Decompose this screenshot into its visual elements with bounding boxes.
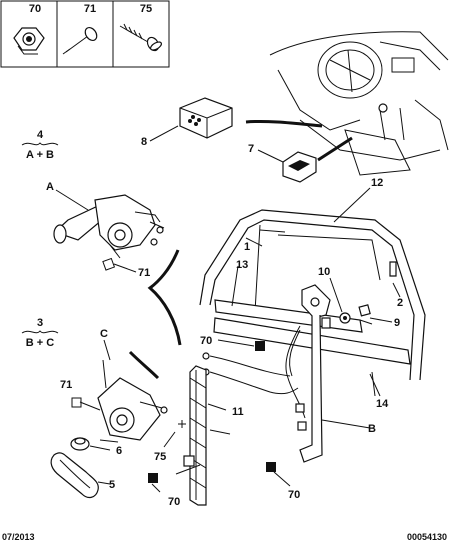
hardware-label-71: 71 bbox=[84, 3, 96, 15]
relay-link-line bbox=[245, 119, 323, 128]
fastener-marker bbox=[255, 341, 265, 351]
rivet-icon bbox=[62, 26, 98, 55]
leader-lines bbox=[151, 339, 381, 493]
bushing-6 bbox=[70, 437, 111, 451]
window-switch bbox=[257, 136, 353, 183]
callout-2: 2 bbox=[397, 297, 403, 309]
fastener-marker bbox=[266, 462, 276, 472]
callout-7: 7 bbox=[248, 143, 254, 155]
window-regulator bbox=[285, 277, 393, 463]
footer-date: 07/2013 bbox=[2, 532, 35, 542]
callout-c: C bbox=[100, 328, 108, 340]
screw-icon bbox=[119, 23, 163, 52]
callout-70-b: 70 bbox=[168, 496, 180, 508]
kit-label-3: 3 B + C bbox=[21, 317, 59, 349]
regulator-cable bbox=[175, 352, 299, 506]
relay-module bbox=[149, 97, 233, 142]
kit-label-4: 4 A + B bbox=[21, 129, 59, 161]
nut-icon bbox=[13, 27, 45, 55]
callout-11: 11 bbox=[232, 406, 244, 418]
callout-b: B bbox=[368, 423, 376, 435]
dashboard-illustration bbox=[269, 31, 449, 176]
callout-9: 9 bbox=[394, 317, 400, 329]
hardware-label-70: 70 bbox=[29, 3, 41, 15]
hardware-legend: 70 71 75 bbox=[0, 0, 170, 68]
motor-a bbox=[53, 189, 165, 273]
motor-c bbox=[71, 339, 168, 443]
callout-13: 13 bbox=[236, 259, 248, 271]
svg-text:B + C: B + C bbox=[26, 337, 54, 349]
callout-70-c: 70 bbox=[288, 489, 300, 501]
bracket-a bbox=[147, 249, 182, 346]
svg-text:4: 4 bbox=[37, 129, 44, 141]
svg-text:A + B: A + B bbox=[26, 149, 54, 161]
callout-a: A bbox=[46, 181, 54, 193]
callout-71-a: 71 bbox=[138, 267, 150, 279]
bracket-c bbox=[128, 350, 160, 380]
callout-75: 75 bbox=[154, 451, 166, 463]
crank-handle-5 bbox=[50, 452, 111, 499]
callout-1: 1 bbox=[244, 241, 250, 253]
svg-text:3: 3 bbox=[37, 317, 43, 329]
callout-labels: 8 7 12 1 13 10 2 9 A 71 70 C 71 11 14 75… bbox=[46, 136, 403, 508]
hardware-label-75: 75 bbox=[140, 3, 152, 15]
fastener-marker bbox=[148, 473, 158, 483]
callout-12: 12 bbox=[371, 177, 383, 189]
callout-8: 8 bbox=[141, 136, 147, 148]
callout-6: 6 bbox=[116, 445, 122, 457]
screw-marker bbox=[178, 420, 186, 428]
callout-14: 14 bbox=[376, 398, 389, 410]
callout-10: 10 bbox=[318, 266, 330, 278]
callout-70-a: 70 bbox=[200, 335, 212, 347]
footer-ref: 00054130 bbox=[407, 532, 447, 542]
callout-71-b: 71 bbox=[60, 379, 72, 391]
callout-5: 5 bbox=[109, 479, 115, 491]
